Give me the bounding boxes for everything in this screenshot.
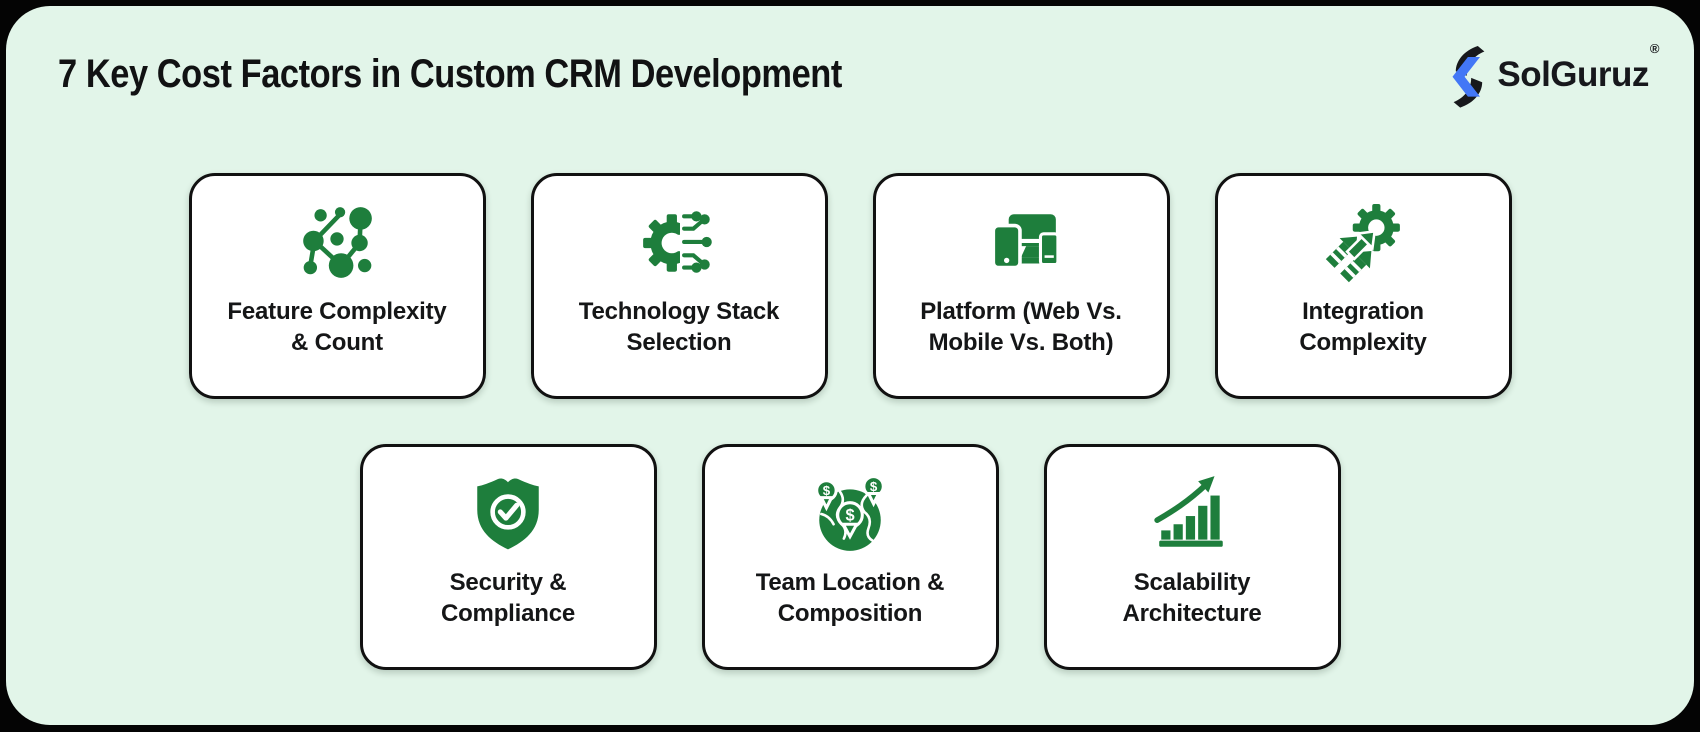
logo-text: SolGuruz <box>1497 55 1649 94</box>
card-label-line: Integration <box>1302 298 1424 325</box>
card-label: Platform (Web Vs. Mobile Vs. Both) <box>920 284 1122 370</box>
dollar-glyph: $ <box>870 479 878 494</box>
card-feature-complexity: Feature Complexity & Count <box>188 173 486 399</box>
globe-dollar-pins-icon: $ $ $ <box>809 473 891 555</box>
card-label-line: Compliance <box>440 600 576 627</box>
card-label-line: Technology Stack <box>578 298 780 325</box>
card-security-compliance: Security & Compliance <box>359 444 657 670</box>
card-label: Feature Complexity & Count <box>227 284 446 370</box>
devices-icon <box>980 202 1062 284</box>
card-label: Team Location & Composition <box>756 555 945 641</box>
card-label-line: Selection <box>626 329 732 356</box>
card-team-location: $ $ $ Team Location & Composition <box>701 444 999 670</box>
card-label-line: Complexity <box>1299 329 1427 356</box>
shield-check-icon <box>467 473 549 555</box>
solguruz-logo: SolGuruz® <box>1447 41 1660 108</box>
dollar-glyph: $ <box>823 483 831 498</box>
cards-row-2: Security & Compliance <box>6 444 1694 670</box>
logo-wordmark: SolGuruz® <box>1497 41 1659 95</box>
card-label-line: Security & <box>449 569 567 596</box>
card-technology-stack: Technology Stack Selection <box>530 173 828 399</box>
card-label: Security & Compliance <box>441 555 575 641</box>
arrows-into-gear-icon <box>1322 202 1404 284</box>
card-label: Technology Stack Selection <box>578 284 780 370</box>
registered-mark: ® <box>1649 41 1660 56</box>
card-label-line: Composition <box>777 600 923 627</box>
gear-circuit-icon <box>638 202 720 284</box>
solguruz-bolt-icon <box>1447 46 1491 108</box>
card-label-line: Team Location & <box>755 569 945 596</box>
card-label: Scalability Architecture <box>1123 555 1262 641</box>
network-nodes-icon <box>296 202 378 284</box>
card-label-line: Feature Complexity <box>227 298 447 325</box>
cards-row-1: Feature Complexity & Count <box>6 173 1694 399</box>
card-label-line: Architecture <box>1122 600 1262 627</box>
card-label: Integration Complexity <box>1299 284 1427 370</box>
page-title: 7 Key Cost Factors in Custom CRM Develop… <box>58 52 842 96</box>
card-scalability-architecture: Scalability Architecture <box>1043 444 1341 670</box>
dollar-glyph: $ <box>845 507 854 525</box>
card-label-line: Platform (Web Vs. <box>920 298 1122 325</box>
card-integration-complexity: Integration Complexity <box>1214 173 1512 399</box>
card-label-line: Mobile Vs. Both) <box>928 329 1114 356</box>
card-label-line: Scalability <box>1133 569 1251 596</box>
growth-bars-arrow-icon <box>1151 473 1233 555</box>
infographic-panel: 7 Key Cost Factors in Custom CRM Develop… <box>6 6 1694 725</box>
card-label-line: & Count <box>291 329 383 356</box>
card-platform: Platform (Web Vs. Mobile Vs. Both) <box>872 173 1170 399</box>
